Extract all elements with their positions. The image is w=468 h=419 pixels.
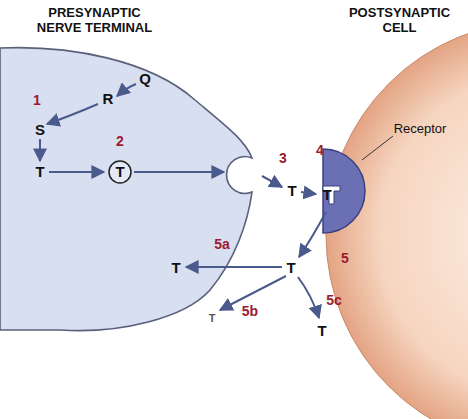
bound-transmitter: T [314,187,340,202]
release-arrow [262,176,282,187]
callout-number: 3 [279,150,287,166]
precursor-letter: S [35,122,45,138]
callout-number: 5b [242,303,258,319]
diffusion-arrow [298,277,319,318]
synthesis-arrow [117,84,136,96]
terminal-outline [0,45,260,335]
transmitter-letter: T [286,260,295,276]
transmitter-letter: T [171,260,180,276]
terminal-heading: PRESYNAPTIC NERVE TERMINAL [32,5,157,35]
release-arrow [134,171,224,173]
presynaptic-terminal: PRESYNAPTIC NERVE TERMINALT [0,45,260,335]
part-name: Receptor [394,121,447,137]
transmitter-letter: T [108,164,132,179]
callout-number: 5a [214,236,230,252]
transmitter-letter: T [35,164,44,180]
transmitter-letter: T [317,323,326,339]
callout-number: 2 [116,133,124,149]
callout-number: 5c [326,292,342,308]
precursor-letter: Q [139,71,151,87]
callout-number: 1 [33,92,41,108]
degraded-transmitter: T [209,310,216,326]
cell-heading: POSTSYNAPTIC CELL [337,5,462,35]
storage-vesicle: T [108,160,132,184]
transmitter-letter: T [287,183,296,199]
inactivation-arrow [299,212,326,257]
receptor: T [320,148,366,234]
binding-arrow [301,192,316,194]
reuptake-arrow [186,266,282,268]
leader-line [362,136,393,160]
storage-arrow [49,171,104,173]
precursor-letter: R [103,91,114,107]
postsynaptic-cell: POSTSYNAPTIC CELLT [325,20,468,419]
callout-number: 4 [316,142,324,158]
callout-number: 5 [341,250,349,266]
synthesis-arrow [47,104,98,124]
synthesis-arrow [39,139,41,161]
